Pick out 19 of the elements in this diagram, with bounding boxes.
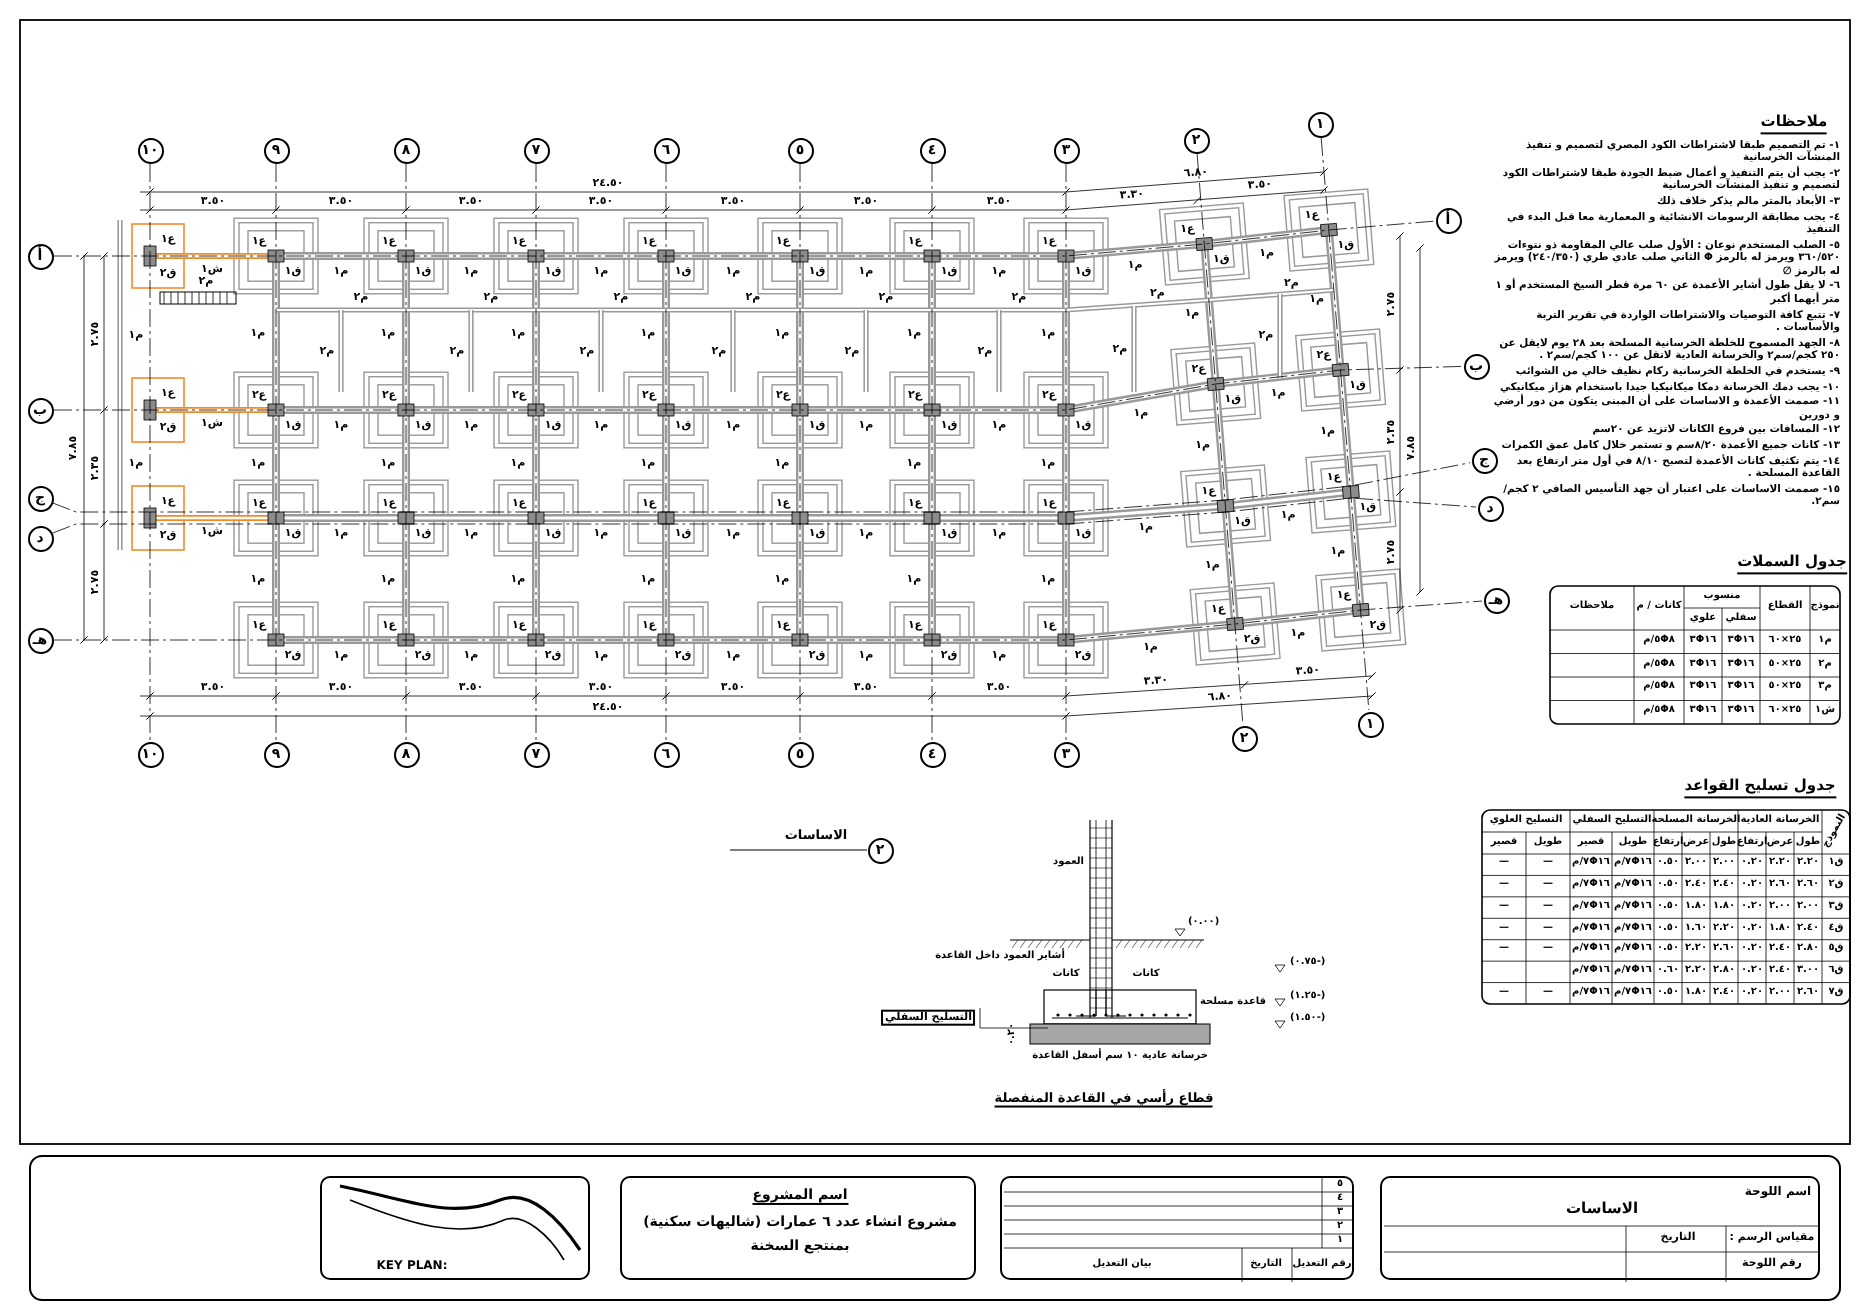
grid-line <box>799 163 801 741</box>
grid-line <box>1065 163 1067 741</box>
grid-line <box>52 462 1471 513</box>
grid-line <box>535 163 537 741</box>
key-plan-box <box>320 1176 590 1280</box>
sheet-title-box <box>1380 1176 1820 1280</box>
grid-line <box>1196 153 1244 725</box>
grid-line <box>53 366 1463 411</box>
grid-line <box>53 600 1483 641</box>
grid-line <box>1320 137 1370 711</box>
grid-line <box>52 497 1477 534</box>
grid-line <box>405 163 407 741</box>
grid-line <box>53 220 1435 257</box>
revision-table <box>1000 1176 1354 1280</box>
grid-line <box>665 163 667 741</box>
project-box <box>620 1176 976 1280</box>
grid-line <box>149 163 151 741</box>
grid-line <box>275 163 277 741</box>
grid-line <box>931 163 933 741</box>
